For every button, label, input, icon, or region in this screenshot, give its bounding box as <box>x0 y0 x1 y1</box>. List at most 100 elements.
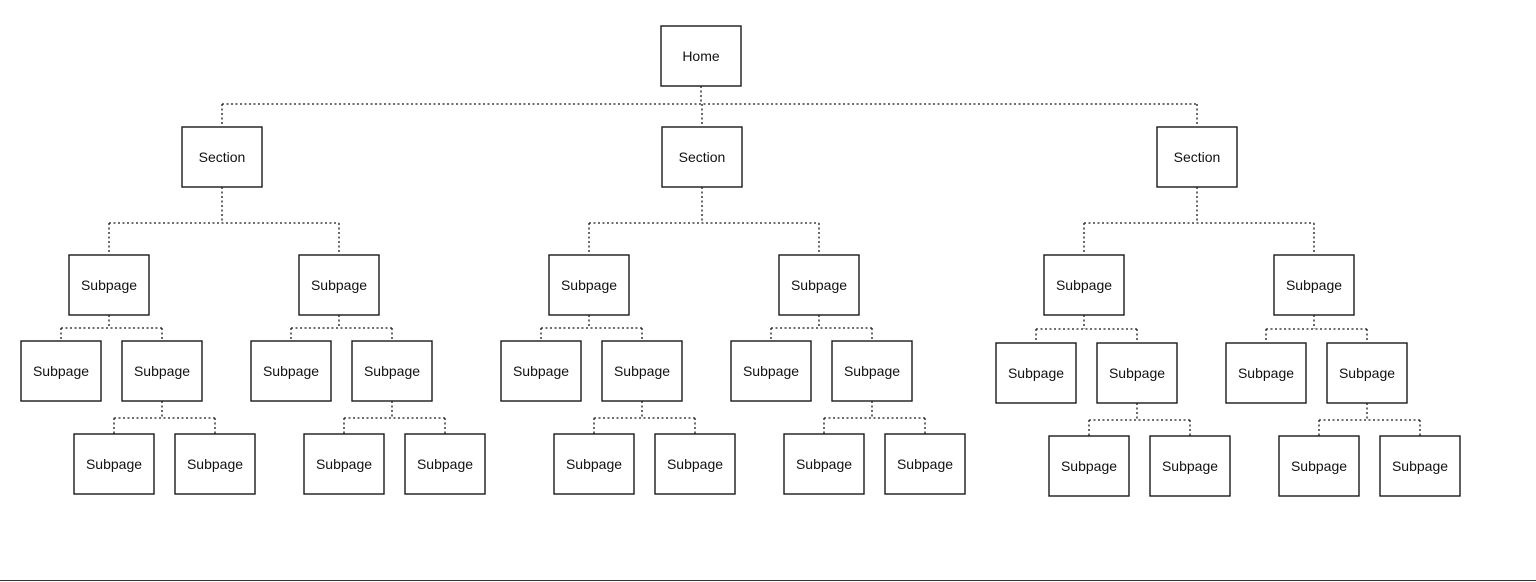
subpage-node-label: Subpage <box>1392 458 1448 474</box>
subpage-node: Subpage <box>250 340 332 402</box>
subpage-node: Subpage <box>730 340 812 402</box>
subpage-node-box <box>1379 435 1461 497</box>
subpage-node: Subpage <box>548 254 630 316</box>
subpage-node-label: Subpage <box>33 363 89 379</box>
subpage-node-box <box>1048 435 1130 497</box>
subpage-node-box <box>1326 342 1408 404</box>
subpage-node: Subpage <box>121 340 203 402</box>
subpage-node: Subpage <box>73 433 155 495</box>
section-node: Section <box>661 126 743 188</box>
subpage-node-label: Subpage <box>134 363 190 379</box>
subpage-node-label: Subpage <box>897 456 953 472</box>
subpage-node: Subpage <box>778 254 860 316</box>
subpage-node-label: Subpage <box>1162 458 1218 474</box>
subpage-node: Subpage <box>1278 435 1360 497</box>
subpage-node-label: Subpage <box>743 363 799 379</box>
subpage-node: Subpage <box>783 433 865 495</box>
subpage-node-label: Subpage <box>1061 458 1117 474</box>
subpage-node-label: Subpage <box>1286 277 1342 293</box>
subpage-node-box <box>1278 435 1360 497</box>
subpage-node: Subpage <box>654 433 736 495</box>
subpage-node-label: Subpage <box>667 456 723 472</box>
subpage-node: Subpage <box>995 342 1077 404</box>
subpage-node-box <box>553 433 635 495</box>
subpage-node: Subpage <box>68 254 150 316</box>
subpage-node-box <box>601 340 683 402</box>
subpage-node: Subpage <box>298 254 380 316</box>
subpage-node-label: Subpage <box>844 363 900 379</box>
subpage-node-box <box>783 433 865 495</box>
subpage-node: Subpage <box>1225 342 1307 404</box>
subpage-node-box <box>831 340 913 402</box>
subpage-node-box <box>1096 342 1178 404</box>
subpage-node-box <box>1149 435 1231 497</box>
subpage-node-label: Subpage <box>417 456 473 472</box>
subpage-node-box <box>351 340 433 402</box>
subpage-node: Subpage <box>1149 435 1231 497</box>
subpage-node: Subpage <box>404 433 486 495</box>
subpage-node-label: Subpage <box>791 277 847 293</box>
subpage-node-box <box>404 433 486 495</box>
subpage-node-box <box>250 340 332 402</box>
subpage-node-box <box>995 342 1077 404</box>
subpage-node-box <box>121 340 203 402</box>
subpage-node: Subpage <box>601 340 683 402</box>
section-node-box <box>661 126 743 188</box>
subpage-node: Subpage <box>351 340 433 402</box>
connector-lines <box>60 86 1421 436</box>
subpage-node-label: Subpage <box>1339 365 1395 381</box>
subpage-node: Subpage <box>1048 435 1130 497</box>
subpage-node: Subpage <box>884 433 966 495</box>
subpage-node: Subpage <box>1273 254 1355 316</box>
subpage-node-label: Subpage <box>614 363 670 379</box>
section-node-label: Section <box>679 149 726 165</box>
subpage-node: Subpage <box>831 340 913 402</box>
section-node: Section <box>181 126 263 188</box>
section-node: Section <box>1156 126 1238 188</box>
subpage-node-label: Subpage <box>1291 458 1347 474</box>
section-node-box <box>1156 126 1238 188</box>
subpage-node-label: Subpage <box>566 456 622 472</box>
subpage-node: Subpage <box>174 433 256 495</box>
subpage-node: Subpage <box>1096 342 1178 404</box>
subpage-node-box <box>174 433 256 495</box>
section-node-box <box>181 126 263 188</box>
subpage-node-box <box>20 340 102 402</box>
section-node-label: Section <box>1174 149 1221 165</box>
subpage-node-box <box>1043 254 1125 316</box>
subpage-node-label: Subpage <box>796 456 852 472</box>
subpage-node-label: Subpage <box>1109 365 1165 381</box>
subpage-node-label: Subpage <box>86 456 142 472</box>
subpage-node-label: Subpage <box>187 456 243 472</box>
subpage-node-box <box>500 340 582 402</box>
subpage-node-box <box>884 433 966 495</box>
subpage-node: Subpage <box>553 433 635 495</box>
subpage-node-box <box>1273 254 1355 316</box>
subpage-node-box <box>778 254 860 316</box>
subpage-node-label: Subpage <box>364 363 420 379</box>
home-node-label: Home <box>682 48 720 64</box>
subpage-node: Subpage <box>500 340 582 402</box>
subpage-node-box <box>730 340 812 402</box>
subpage-node-box <box>73 433 155 495</box>
section-node-label: Section <box>199 149 246 165</box>
subpage-node-box <box>303 433 385 495</box>
subpage-node-box <box>1225 342 1307 404</box>
subpage-node: Subpage <box>1326 342 1408 404</box>
subpage-node-label: Subpage <box>1008 365 1064 381</box>
subpage-node-label: Subpage <box>561 277 617 293</box>
subpage-node-label: Subpage <box>311 277 367 293</box>
subpage-node: Subpage <box>303 433 385 495</box>
home-node: Home <box>660 25 742 87</box>
subpage-node-label: Subpage <box>513 363 569 379</box>
subpage-node-label: Subpage <box>1056 277 1112 293</box>
subpage-node-label: Subpage <box>81 277 137 293</box>
subpage-node-box <box>654 433 736 495</box>
subpage-node: Subpage <box>1379 435 1461 497</box>
subpage-node-box <box>548 254 630 316</box>
subpage-node: Subpage <box>20 340 102 402</box>
subpage-node-label: Subpage <box>1238 365 1294 381</box>
home-node-box <box>660 25 742 87</box>
